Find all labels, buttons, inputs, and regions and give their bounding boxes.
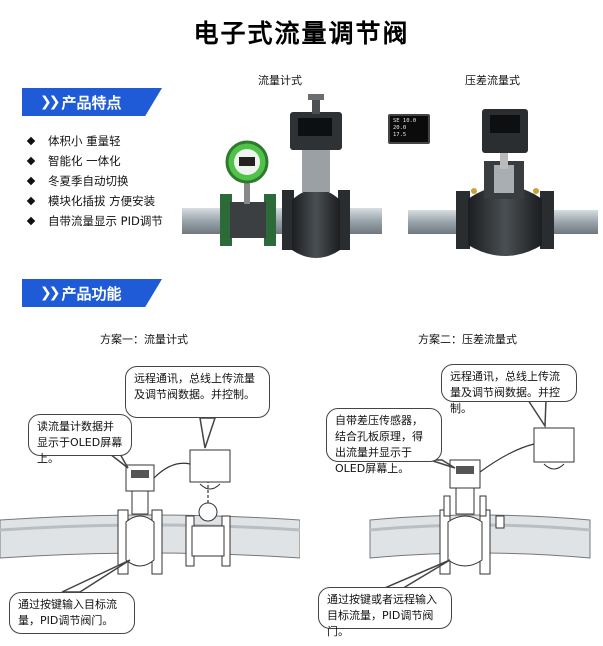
feature-item: 智能化 一体化 (26, 151, 163, 171)
diamond-bullet-icon (26, 136, 36, 146)
features-banner-label: 产品特点 (61, 93, 122, 112)
scheme2-title: 方案二：压差流量式 (418, 333, 517, 346)
diamond-bullet-icon (26, 216, 36, 226)
scheme1-callout-input: 通过按键输入目标流量，PID调节阀门。 (9, 592, 135, 634)
feature-item: 冬夏季自动切换 (26, 171, 163, 191)
functions-banner-label: 产品功能 (61, 284, 122, 303)
features-banner: ❯❯ 产品特点 (22, 88, 162, 116)
scheme1-diagram (0, 417, 300, 593)
pressure-product-label: 压差流量式 (465, 74, 520, 87)
feature-item: 自带流量显示 PID调节 (26, 211, 163, 231)
oled-display: SE 10.0 20.0 17.5 (388, 114, 430, 144)
scheme1-callout-read: 读流量计数据并显示于OLED屏幕上。 (28, 414, 132, 465)
chevron-right-icon: ❯❯ (40, 94, 61, 110)
diamond-bullet-icon (26, 196, 36, 206)
scheme1-callout-remote: 远程通讯，总线上传流量及调节阀数据。并控制。 (125, 366, 270, 418)
scheme2-callout-sensor: 自带差压传感器，结合孔板原理，得出流量并显示于OLED屏幕上。 (326, 408, 442, 475)
flowmeter-valve-image (182, 94, 382, 258)
functions-banner: ❯❯ 产品功能 (22, 279, 162, 307)
page-title: 电子式流量调节阀 (193, 19, 410, 48)
scheme2-callout-remote: 远程通讯，总线上传流量及调节阀数据。并控制。 (441, 364, 577, 415)
pressure-valve-image (408, 109, 598, 256)
scheme1-title: 方案一：流量计式 (100, 333, 188, 346)
feature-item: 模块化插拔 方便安装 (26, 191, 163, 211)
flowmeter-product-label: 流量计式 (258, 74, 302, 87)
diamond-bullet-icon (26, 156, 36, 166)
diamond-bullet-icon (26, 176, 36, 186)
feature-list: 体积小 重量轻 智能化 一体化 冬夏季自动切换 模块化插拔 方便安装 自带流量显… (26, 131, 163, 231)
feature-item: 体积小 重量轻 (26, 131, 163, 151)
chevron-right-icon: ❯❯ (40, 285, 61, 301)
scheme2-callout-input: 通过按键或者远程输入目标流量，PID调节阀门。 (318, 587, 452, 638)
